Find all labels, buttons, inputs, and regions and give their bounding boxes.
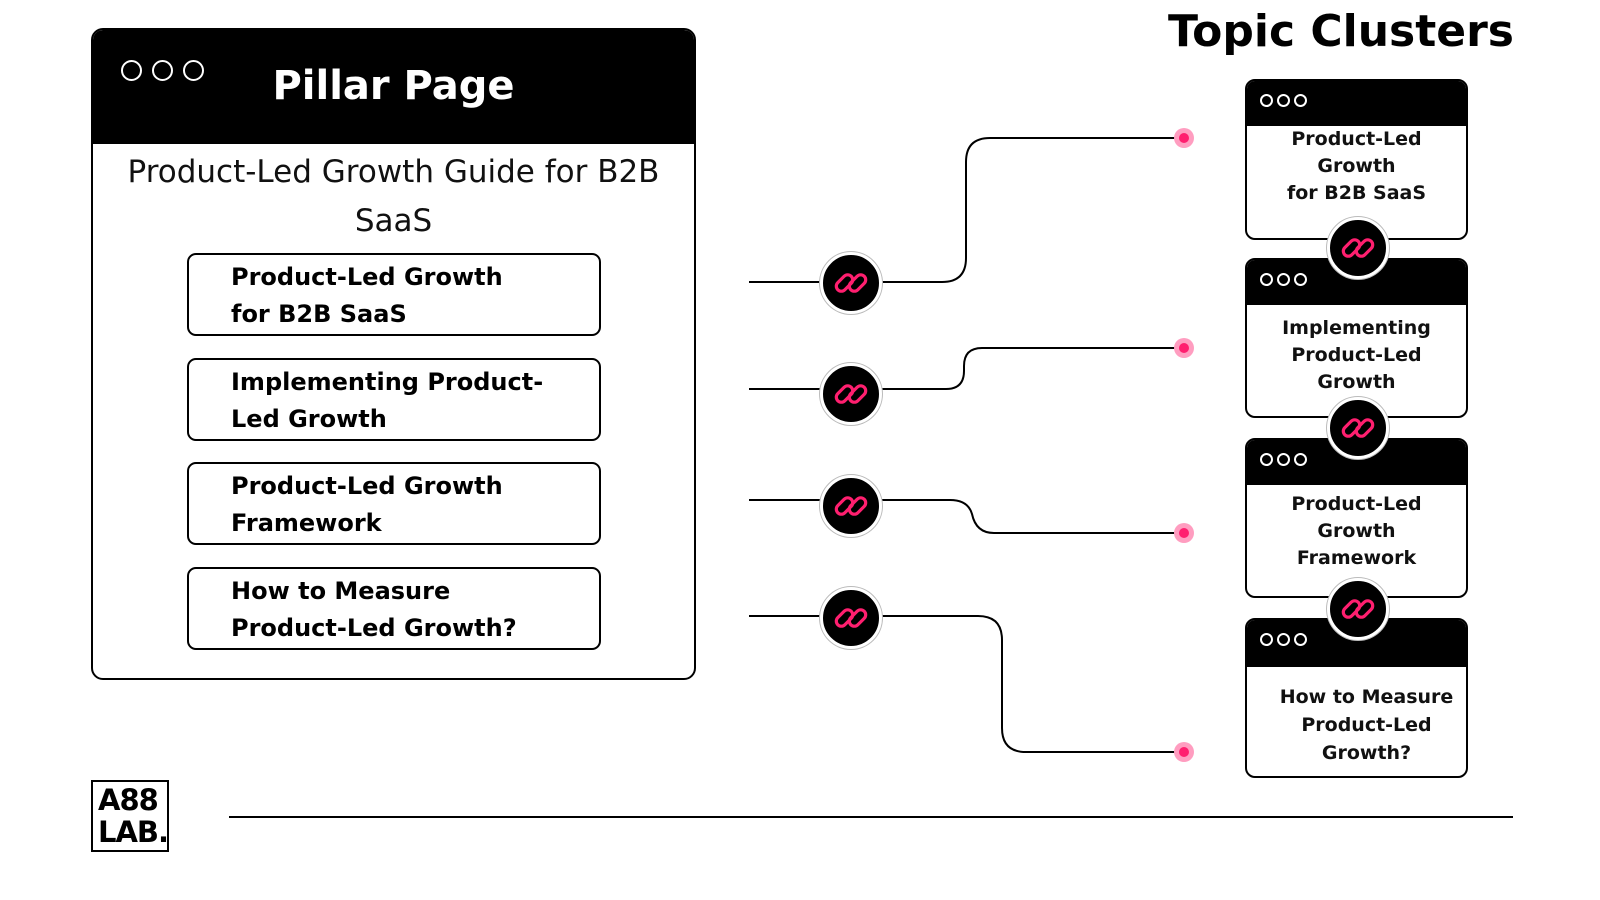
chain-link-icon[interactable] [820,252,882,314]
logo-line-1: A88 [98,783,159,817]
pillar-link-3[interactable]: Product-Led Growth Framework [187,462,601,545]
pillar-link-1[interactable]: Product-Led Growth for B2B SaaS [187,253,601,336]
connector-endpoints [1174,128,1194,762]
window-dot [121,60,142,81]
pillar-header: Pillar Page [93,30,694,144]
window-dots-icon [1260,633,1307,646]
window-dot [152,60,173,81]
cluster-header [1247,81,1466,126]
window-dot [1294,94,1307,107]
cluster-card-3[interactable]: Product-Led Growth Framework [1245,438,1468,598]
connector-1 [749,137,1182,283]
chain-link-icon[interactable] [820,587,882,649]
window-dot [1294,453,1307,466]
window-dot [1277,94,1290,107]
pillar-subtitle: Product-Led Growth Guide for B2B SaaS [127,154,660,239]
pillar-title: Pillar Page [272,63,515,109]
connector-4 [749,615,1182,753]
endpoint-dot-icon [1174,742,1194,762]
cluster-card-1[interactable]: Product-Led Growth for B2B SaaS [1245,79,1468,240]
chain-link-icon[interactable] [1327,217,1389,279]
logo-line-2: LAB. [98,815,169,849]
window-dot [1277,453,1290,466]
cluster-card-2[interactable]: Implementing Product-Led Growth [1245,258,1468,418]
footer-divider [229,816,1513,818]
pillar-link-2[interactable]: Implementing Product- Led Growth [187,358,601,441]
chain-link-icon[interactable] [820,475,882,537]
connector-2 [749,347,1182,390]
pillar-page-window: Pillar Page Product-Led Growth Guide for… [91,28,696,680]
endpoint-dot-icon [1174,338,1194,358]
window-dot [183,60,204,81]
window-dot [1294,633,1307,646]
window-dot [1260,453,1273,466]
endpoint-dot-icon [1174,523,1194,543]
window-dot [1260,633,1273,646]
window-dot [1277,273,1290,286]
cluster-card-4[interactable]: How to Measure Product-Led Growth? [1245,618,1468,778]
window-dot [1260,273,1273,286]
chain-link-icon[interactable] [1327,397,1389,459]
cluster-card-label: Product-Led Growth for B2B SaaS [1286,128,1427,204]
endpoint-dot-icon [1174,128,1194,148]
cluster-card-label: How to Measure Product-Led Growth? [1279,686,1454,764]
window-dots-icon [1260,453,1307,466]
chain-link-icon[interactable] [1327,578,1389,640]
window-dot [1277,633,1290,646]
window-dots-icon [121,60,204,81]
window-dot [1294,273,1307,286]
window-dot [1260,94,1273,107]
pillar-link-4[interactable]: How to Measure Product-Led Growth? [187,567,601,650]
topic-clusters-title: Topic Clusters [1167,6,1514,57]
connector-3 [749,499,1182,534]
window-dots-icon [1260,94,1307,107]
cluster-card-label: Product-Led Growth Framework [1291,493,1422,569]
cluster-card-label: Implementing Product-Led Growth [1282,317,1431,393]
chain-link-icon[interactable] [820,363,882,425]
a88-lab-logo: A88 LAB. [91,780,169,852]
window-dots-icon [1260,273,1307,286]
